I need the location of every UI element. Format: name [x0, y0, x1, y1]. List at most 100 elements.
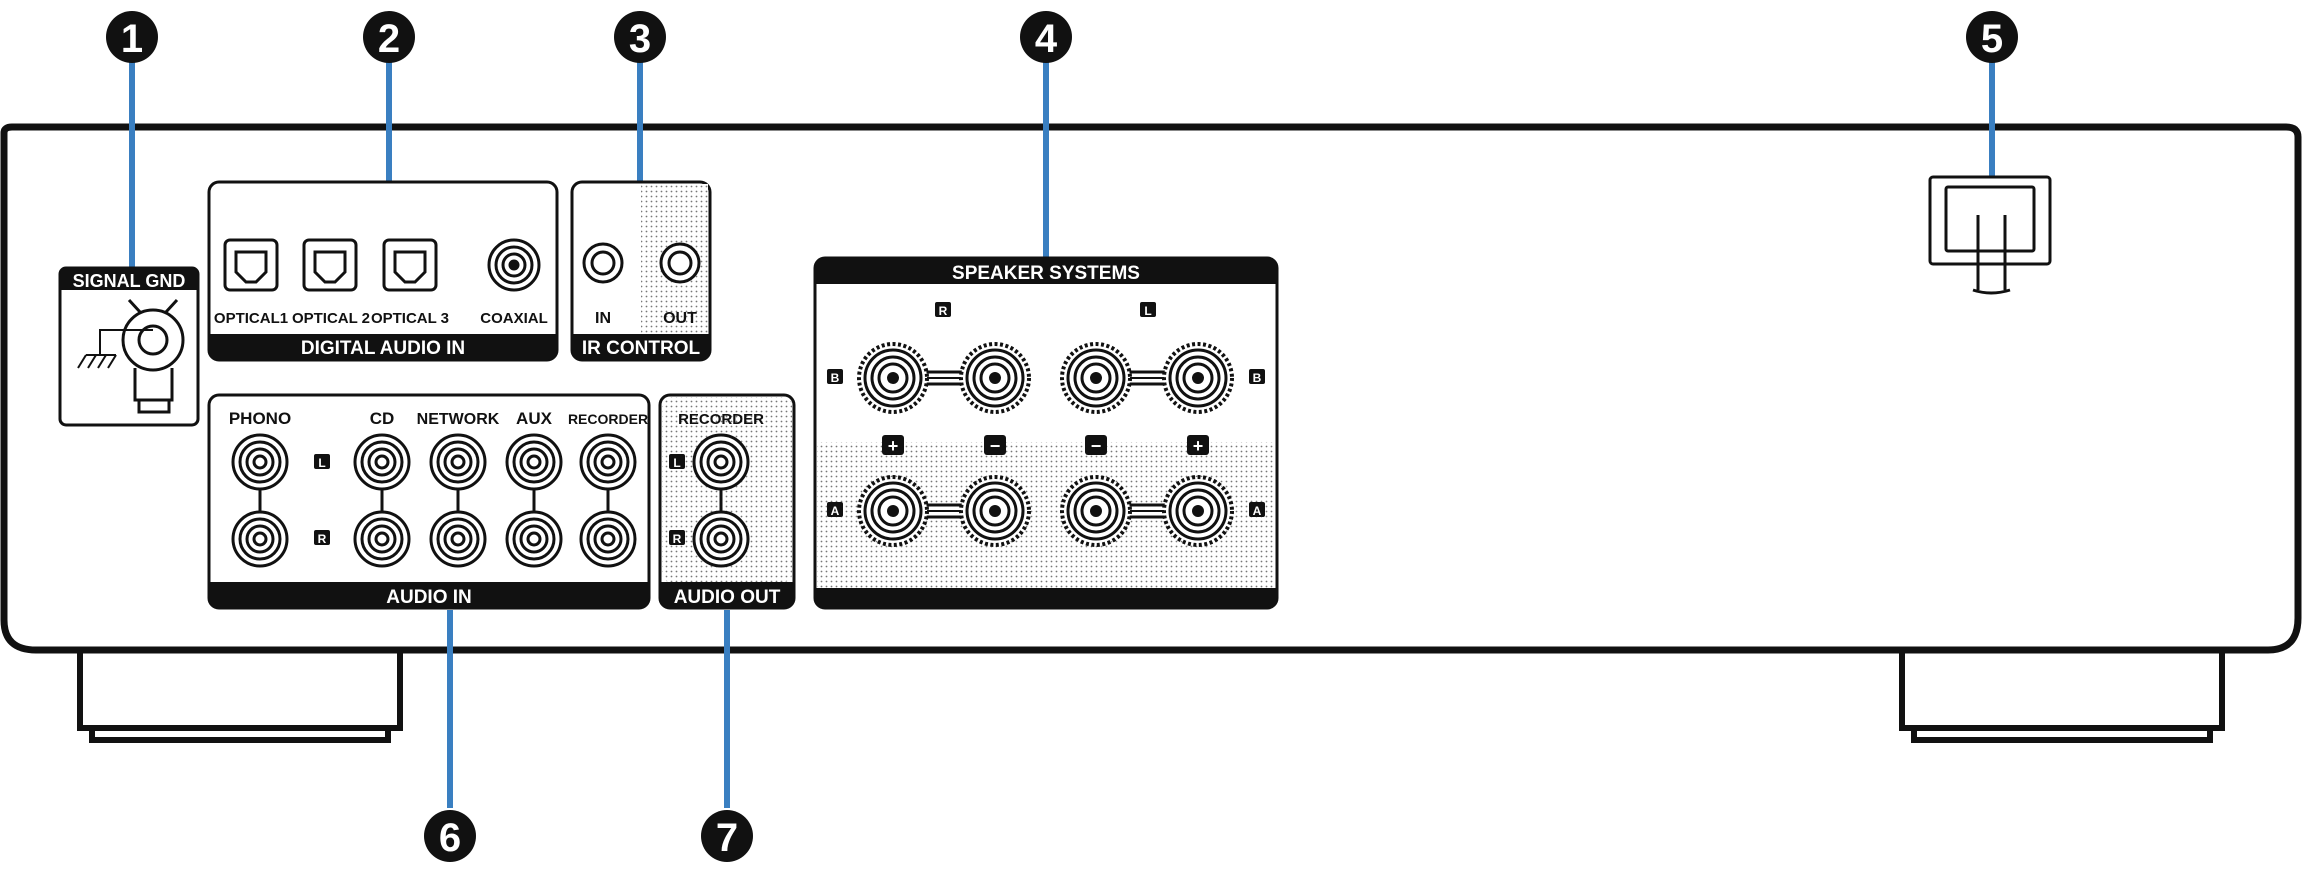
- cd-r-jack[interactable]: [353, 510, 411, 568]
- svg-text:R: R: [939, 304, 948, 318]
- phono-label: PHONO: [229, 409, 291, 428]
- ir-in-label: IN: [595, 310, 611, 327]
- speaker-systems-title: SPEAKER SYSTEMS: [952, 263, 1140, 284]
- callout-badge-2: 2: [363, 11, 415, 63]
- audio-in-l-badge: L: [314, 454, 330, 470]
- audio-in-section: AUDIO IN PHONO CD NETWORK AUX RECORDER L…: [207, 393, 651, 610]
- foot-left: [77, 650, 403, 743]
- callout-badge-1: 1: [106, 11, 158, 63]
- speaker-a-l-plus-terminal[interactable]: [1162, 475, 1234, 547]
- speaker-r-channel-badge: R: [935, 302, 951, 318]
- svg-text:B: B: [831, 371, 840, 385]
- audio-out-jacks: [692, 433, 750, 568]
- recorder-out-l-jack[interactable]: [692, 433, 750, 491]
- foot-right: [1899, 650, 2225, 743]
- speaker-a-l-minus-terminal[interactable]: [1060, 475, 1132, 547]
- power-cord: [1928, 175, 2052, 295]
- network-l-jack[interactable]: [429, 433, 487, 491]
- svg-text:4: 4: [1035, 17, 1058, 61]
- recorder-in-l-jack[interactable]: [579, 433, 637, 491]
- callout-badge-6: 6: [424, 810, 476, 862]
- network-r-jack[interactable]: [429, 510, 487, 568]
- svg-text:R: R: [318, 532, 327, 546]
- speaker-terminals: [857, 342, 1234, 547]
- phono-pair: [231, 433, 289, 568]
- speaker-l-channel-badge: L: [1140, 302, 1156, 318]
- speaker-a-badge-right: A: [1249, 502, 1265, 518]
- phono-r-jack[interactable]: [231, 510, 289, 568]
- svg-text:B: B: [1253, 371, 1262, 385]
- callout-badge-3: 3: [614, 11, 666, 63]
- recorder-out-label: RECORDER: [678, 411, 764, 428]
- svg-text:6: 6: [439, 816, 461, 860]
- cd-pair: [353, 433, 411, 568]
- speaker-b-l-minus-terminal[interactable]: [1060, 342, 1132, 414]
- aux-label: AUX: [516, 409, 553, 428]
- svg-text:−: −: [1091, 436, 1102, 456]
- network-label: NETWORK: [417, 411, 500, 428]
- ir-in-jack[interactable]: [582, 242, 624, 284]
- callout-lines: [129, 60, 1995, 808]
- polarity-minus-badge-1: −: [984, 435, 1006, 456]
- coaxial-jack[interactable]: [487, 238, 541, 292]
- svg-text:+: +: [1193, 436, 1204, 456]
- optical3-label: OPTICAL 3: [371, 310, 449, 327]
- speaker-a-badge-left: A: [827, 502, 843, 518]
- audio-in-jacks: [231, 433, 637, 568]
- audio-out-r-badge: R: [669, 530, 685, 546]
- polarity-plus-badge-1: +: [882, 435, 904, 456]
- audio-out-title: AUDIO OUT: [674, 587, 781, 608]
- aux-r-jack[interactable]: [505, 510, 563, 568]
- svg-text:L: L: [1144, 304, 1151, 318]
- optical2-label: OPTICAL 2: [292, 310, 370, 327]
- audio-in-title: AUDIO IN: [386, 587, 472, 608]
- polarity-plus-badge-2: +: [1187, 435, 1209, 456]
- digital-audio-in-title: DIGITAL AUDIO IN: [301, 338, 465, 359]
- ground-symbol-icon: [77, 329, 153, 369]
- speaker-a-r-plus-terminal[interactable]: [857, 475, 929, 547]
- coaxial-label: COAXIAL: [480, 310, 548, 327]
- svg-text:L: L: [673, 456, 680, 470]
- svg-text:3: 3: [629, 17, 651, 61]
- recorder-in-r-jack[interactable]: [579, 510, 637, 568]
- svg-text:2: 2: [378, 17, 400, 61]
- optical2-jack[interactable]: [302, 238, 358, 292]
- svg-text:5: 5: [1981, 17, 2003, 61]
- optical1-label: OPTICAL1: [214, 310, 288, 327]
- recorder-in-pair: [579, 433, 637, 568]
- cd-l-jack[interactable]: [353, 433, 411, 491]
- phono-l-jack[interactable]: [231, 433, 289, 491]
- aux-l-jack[interactable]: [505, 433, 563, 491]
- signal-gnd-section: SIGNAL GND: [58, 266, 200, 427]
- polarity-minus-badge-2: −: [1085, 435, 1107, 456]
- network-pair: [429, 433, 487, 568]
- recorder-in-label: RECORDER: [568, 411, 648, 427]
- callout-badge-7: 7: [701, 810, 753, 862]
- recorder-out-r-jack[interactable]: [692, 510, 750, 568]
- speaker-a-r-minus-terminal[interactable]: [959, 475, 1031, 547]
- svg-text:7: 7: [716, 816, 738, 860]
- speaker-b-r-minus-terminal[interactable]: [959, 342, 1031, 414]
- svg-text:A: A: [1253, 504, 1262, 518]
- speaker-b-l-plus-terminal[interactable]: [1162, 342, 1234, 414]
- speaker-systems-section: SPEAKER SYSTEMS R L B B A A +: [813, 256, 1279, 610]
- svg-text:−: −: [990, 436, 1001, 456]
- svg-text:L: L: [318, 456, 325, 470]
- ir-out-label: OUT: [663, 310, 697, 327]
- ir-out-jack[interactable]: [659, 242, 701, 284]
- optical1-jack[interactable]: [223, 238, 279, 292]
- ground-terminal[interactable]: [121, 298, 185, 414]
- svg-text:R: R: [673, 532, 682, 546]
- speaker-b-badge-right: B: [1249, 369, 1265, 385]
- signal-gnd-label: SIGNAL GND: [73, 271, 186, 291]
- callout-badge-5: 5: [1966, 11, 2018, 63]
- audio-in-r-badge: R: [314, 530, 330, 546]
- audio-out-l-badge: L: [669, 454, 685, 470]
- ir-control-title: IR CONTROL: [582, 338, 701, 359]
- digital-audio-in-section: DIGITAL AUDIO IN OPTICAL1 OPTICAL 2 OPTI…: [207, 180, 559, 362]
- speaker-b-badge-left: B: [827, 369, 843, 385]
- speaker-b-r-plus-terminal[interactable]: [857, 342, 929, 414]
- optical3-jack[interactable]: [382, 238, 438, 292]
- callout-badge-4: 4: [1020, 11, 1072, 63]
